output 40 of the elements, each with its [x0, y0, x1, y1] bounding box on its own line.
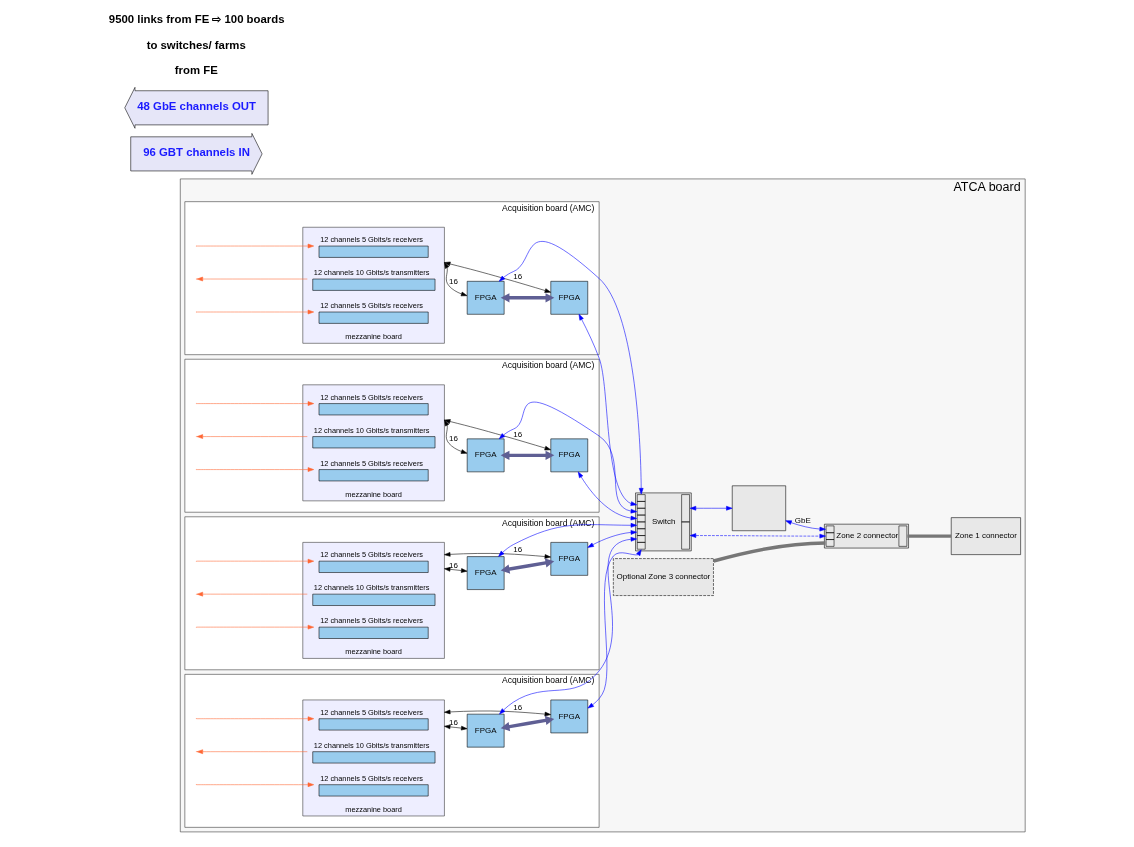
arrow: [196, 591, 308, 597]
arrow: [689, 533, 826, 539]
arrow: [578, 314, 637, 506]
arrow: [500, 293, 555, 303]
arrow: [587, 530, 637, 548]
arrow: [444, 567, 468, 573]
arrow: [500, 558, 555, 574]
arrow: [196, 716, 314, 721]
arrow: [196, 624, 314, 630]
arrow: [498, 401, 637, 514]
connector: [907, 534, 952, 538]
arrow: [444, 262, 468, 297]
arrow: [444, 724, 468, 731]
arrow: [196, 243, 314, 249]
arrow: [499, 536, 637, 715]
arrow: [500, 715, 555, 732]
label: from FE: [174, 64, 218, 77]
arrow: [444, 261, 551, 293]
arrow: [785, 520, 826, 532]
arrow: [444, 419, 551, 451]
label: to switches/ farms: [146, 38, 246, 51]
arrow: [444, 709, 551, 717]
arrow: [196, 749, 308, 754]
arrow: [444, 419, 468, 454]
connector: [713, 541, 826, 563]
arrow: [498, 241, 644, 495]
arrow: [444, 552, 551, 559]
arrow: [689, 505, 733, 511]
arrow: [196, 782, 314, 787]
arrow: [196, 558, 314, 564]
arrow: [196, 276, 308, 282]
arrow: [196, 467, 314, 472]
arrow: [500, 450, 555, 460]
node-box: [731, 485, 786, 531]
arrow: [587, 549, 642, 709]
arrow: [498, 523, 637, 557]
arrow: [196, 309, 314, 315]
arrow: [577, 471, 637, 521]
arrow: [196, 401, 314, 406]
label: 9500 links from FE ⇨ 100 boards: [108, 13, 285, 26]
